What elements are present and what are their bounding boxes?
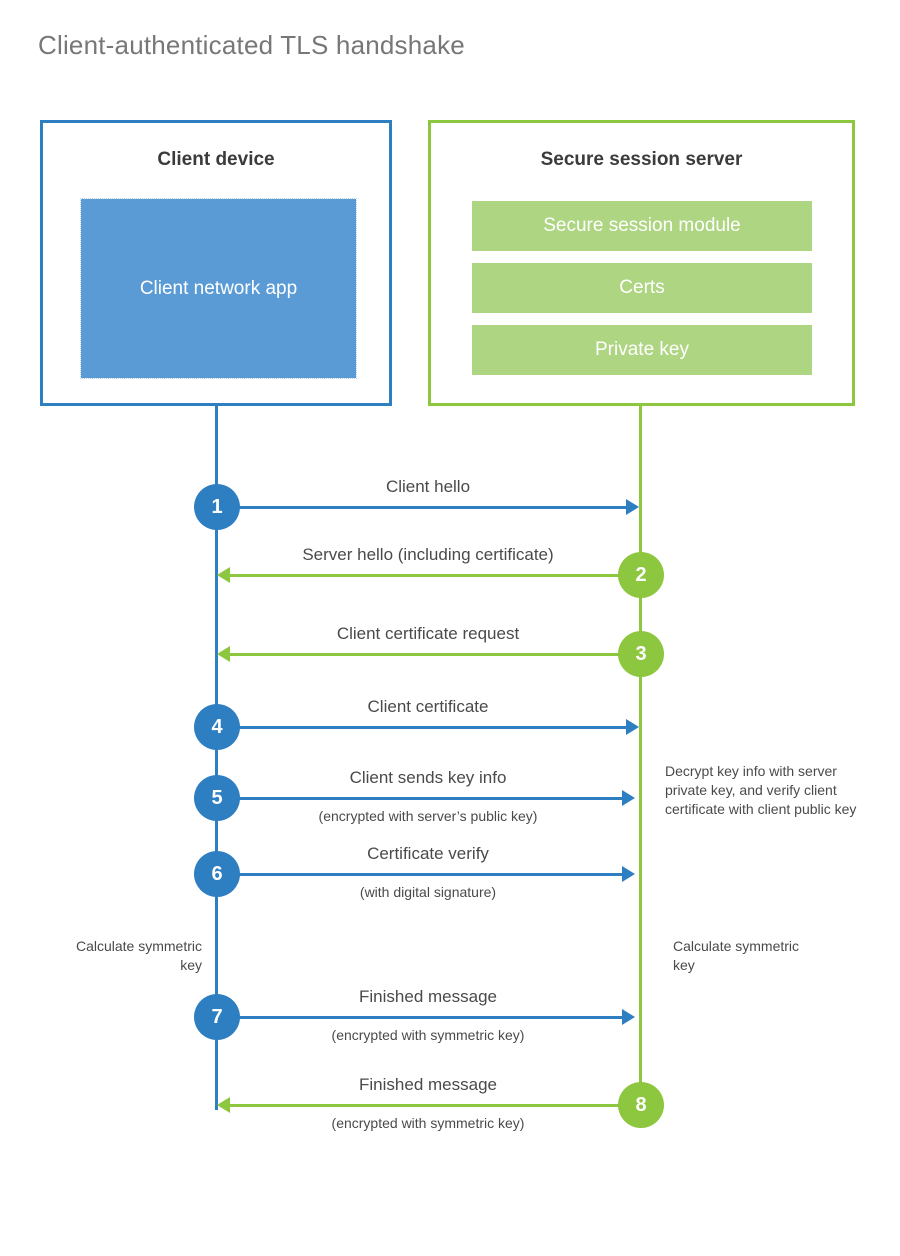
step-4-badge: 4 xyxy=(194,704,240,750)
step-1-arrow-line xyxy=(217,506,626,509)
step-7-sublabel: (encrypted with symmetric key) xyxy=(331,1027,525,1043)
client-lifeline xyxy=(215,404,218,1110)
note-client-calculate-symmetric-key: Calculate symmetric key xyxy=(75,938,202,973)
note-server-decrypt-key-info: Decrypt key info with server private key… xyxy=(665,763,857,817)
step-5-sublabel: (encrypted with server’s public key) xyxy=(318,808,538,824)
step-3-arrow-line xyxy=(230,653,640,656)
step-8-arrow-head xyxy=(217,1097,230,1113)
step-8-arrow-line xyxy=(230,1104,640,1107)
step-3-badge: 3 xyxy=(618,631,664,677)
client-network-app-block: Client network app xyxy=(80,198,357,379)
step-5-label: Client sends key info xyxy=(349,768,507,787)
step-5-arrow-head xyxy=(622,790,635,806)
step-1-label: Client hello xyxy=(385,477,471,496)
step-8-sublabel: (encrypted with symmetric key) xyxy=(331,1115,525,1131)
server-component-certs: Certs xyxy=(472,263,812,313)
step-7-label: Finished message xyxy=(359,987,497,1006)
step-3-label: Client certificate request xyxy=(336,624,520,643)
step-6-badge: 6 xyxy=(194,851,240,897)
step-8-label: Finished message xyxy=(359,1075,497,1094)
server-component-secure-session-module: Secure session module xyxy=(472,201,812,251)
step-6-arrow-head xyxy=(622,866,635,882)
server-component-private-key: Private key xyxy=(472,325,812,375)
step-1-badge: 1 xyxy=(194,484,240,530)
step-7-arrow-line xyxy=(217,1016,622,1019)
step-7-arrow-head xyxy=(622,1009,635,1025)
step-6-label: Certificate verify xyxy=(367,844,489,863)
page-title: Client-authenticated TLS handshake xyxy=(38,30,465,60)
step-1-arrow-head xyxy=(626,499,639,515)
client-device-box: Client device Client network app xyxy=(40,120,392,406)
client-device-title: Client device xyxy=(157,149,275,170)
step-6-arrow-line xyxy=(217,873,622,876)
step-7-badge: 7 xyxy=(194,994,240,1040)
note-server-calculate-symmetric-key: Calculate symmetric key xyxy=(673,938,800,973)
server-lifeline xyxy=(639,404,642,1106)
step-4-arrow-head xyxy=(626,719,639,735)
step-2-badge: 2 xyxy=(618,552,664,598)
secure-session-server-title: Secure session server xyxy=(540,149,743,170)
step-5-arrow-line xyxy=(217,797,622,800)
step-4-arrow-line xyxy=(217,726,626,729)
step-2-arrow-head xyxy=(217,567,230,583)
step-3-arrow-head xyxy=(217,646,230,662)
step-6-sublabel: (with digital signature) xyxy=(359,884,497,900)
step-4-label: Client certificate xyxy=(367,697,489,716)
step-8-badge: 8 xyxy=(618,1082,664,1128)
step-2-label: Server hello (including certificate) xyxy=(302,545,554,564)
step-2-arrow-line xyxy=(230,574,640,577)
secure-session-server-box: Secure session server Secure session mod… xyxy=(428,120,855,406)
step-5-badge: 5 xyxy=(194,775,240,821)
